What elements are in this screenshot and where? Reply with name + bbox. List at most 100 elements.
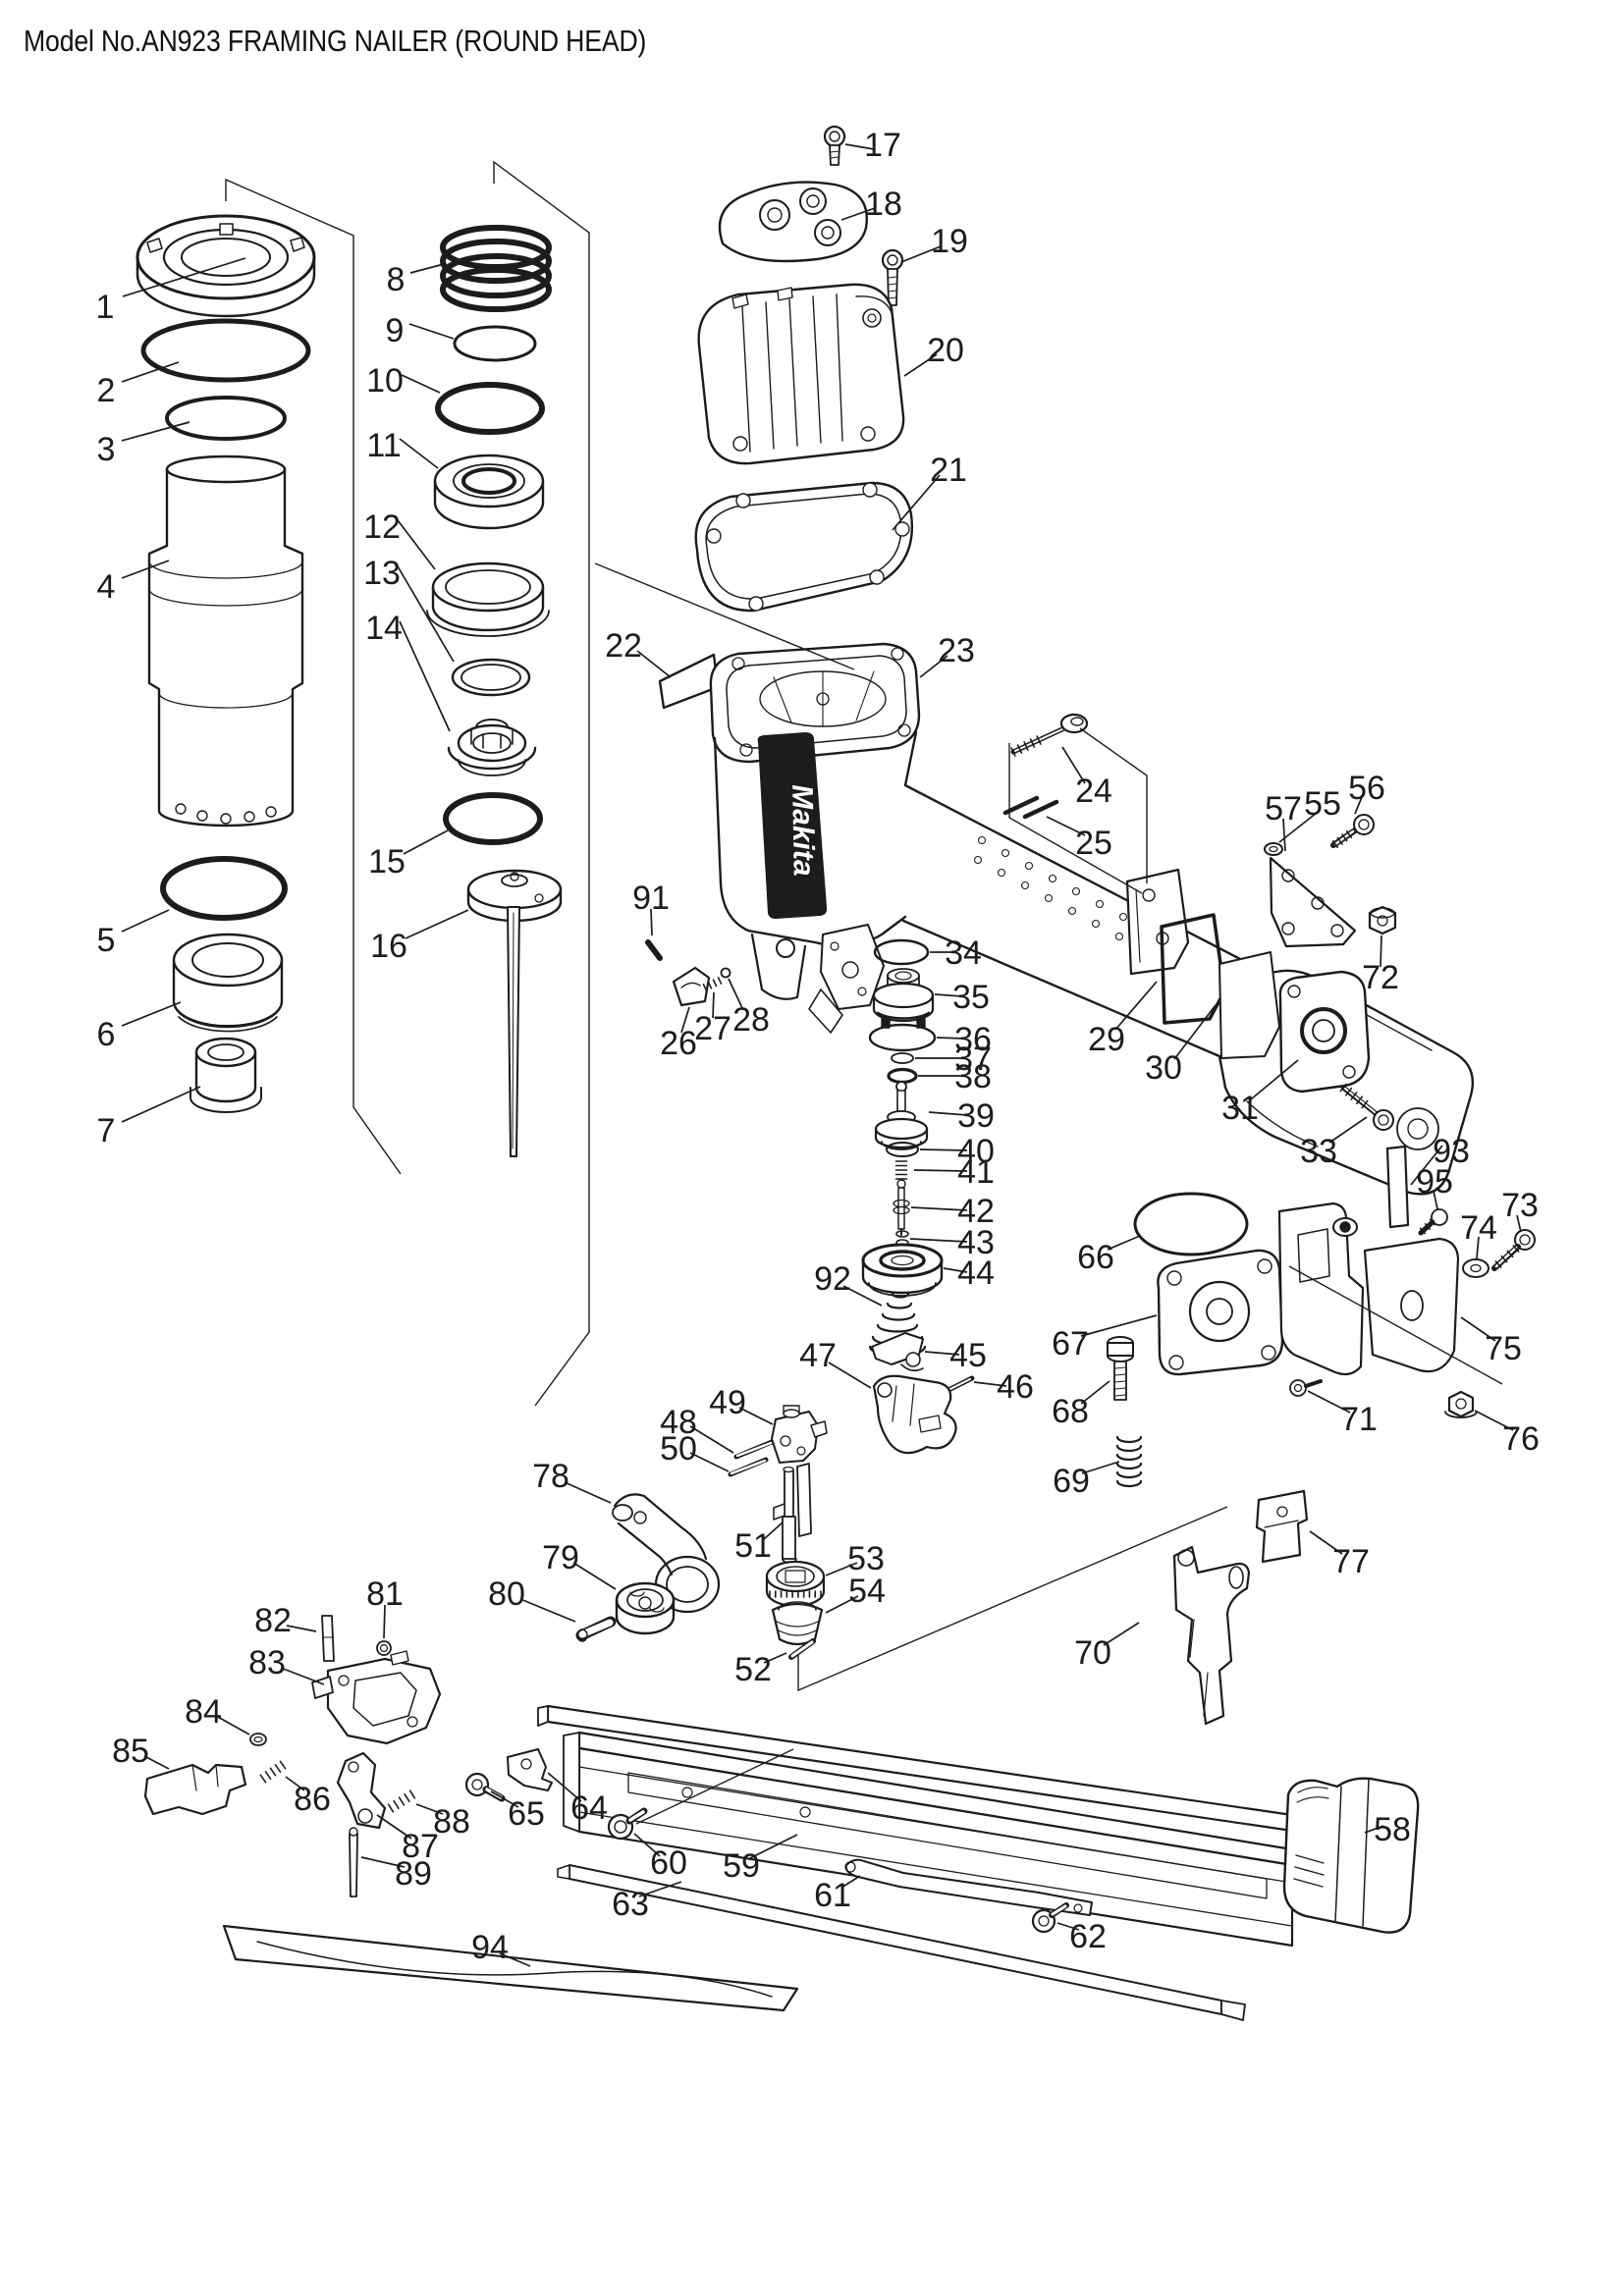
part-95 xyxy=(1418,1208,1448,1236)
part-label-22: 22 xyxy=(605,627,642,665)
part-66 xyxy=(1133,1192,1249,1256)
leader-30 xyxy=(1173,1004,1217,1060)
part-label-46: 46 xyxy=(997,1368,1034,1406)
part-6 xyxy=(172,933,284,1033)
part-79 xyxy=(615,1581,676,1635)
part-label-93: 93 xyxy=(1433,1133,1470,1170)
leader-28 xyxy=(728,978,744,1011)
part-77 xyxy=(1255,1489,1309,1564)
leader-27 xyxy=(712,991,715,1019)
part-42 xyxy=(893,1179,910,1236)
part-label-56: 56 xyxy=(1348,770,1385,807)
part-9 xyxy=(453,325,537,362)
part-70 xyxy=(1172,1545,1251,1726)
part-24 xyxy=(1010,713,1089,757)
part-10 xyxy=(435,382,545,435)
leader-75 xyxy=(1460,1316,1496,1342)
leader-4 xyxy=(121,560,170,579)
part-31 xyxy=(1278,970,1371,1094)
part-label-68: 68 xyxy=(1052,1393,1089,1430)
leader-3 xyxy=(121,421,190,442)
part-22 xyxy=(658,653,720,710)
leader-6 xyxy=(121,1001,182,1027)
part-17 xyxy=(823,125,846,166)
leader-52 xyxy=(763,1652,787,1664)
part-label-5: 5 xyxy=(97,922,116,959)
part-label-2: 2 xyxy=(97,372,116,409)
leader-57 xyxy=(1282,818,1286,852)
leader-88 xyxy=(415,1803,444,1815)
part-49 xyxy=(771,1405,828,1464)
leader-14 xyxy=(399,620,451,732)
leader-78 xyxy=(564,1481,612,1504)
leader-56 xyxy=(1354,796,1363,815)
leader-55 xyxy=(1278,812,1318,843)
part-58 xyxy=(1282,1777,1420,1934)
part-20 xyxy=(697,283,905,465)
page-title: Model No.AN923 FRAMING NAILER (ROUND HEA… xyxy=(24,24,647,58)
part-85 xyxy=(143,1763,247,1816)
guide-line xyxy=(1079,727,1148,883)
part-27 xyxy=(702,977,723,991)
part-label-86: 86 xyxy=(294,1781,331,1818)
part-label-15: 15 xyxy=(368,843,406,881)
leader-82 xyxy=(286,1625,317,1632)
part-34 xyxy=(873,938,930,966)
part-label-11: 11 xyxy=(366,427,401,464)
part-label-38: 38 xyxy=(954,1058,992,1095)
guide-line xyxy=(1288,1265,1503,1385)
part-label-20: 20 xyxy=(927,332,964,369)
leader-81 xyxy=(383,1604,386,1639)
part-94 xyxy=(222,1924,799,2012)
part-label-89: 89 xyxy=(395,1855,432,1893)
part-label-59: 59 xyxy=(723,1847,760,1885)
leader-64 xyxy=(547,1772,582,1802)
leader-16 xyxy=(405,909,469,939)
part-56 xyxy=(1330,814,1375,849)
part-36 xyxy=(868,1023,937,1052)
part-label-41: 41 xyxy=(957,1153,995,1191)
part-61 xyxy=(844,1858,1093,1916)
leader-69 xyxy=(1081,1461,1120,1474)
part-label-73: 73 xyxy=(1501,1187,1539,1224)
part-label-31: 31 xyxy=(1221,1090,1259,1127)
leader-70 xyxy=(1103,1622,1140,1646)
part-label-50: 50 xyxy=(660,1430,697,1468)
part-18 xyxy=(718,181,868,263)
leader-33 xyxy=(1328,1116,1368,1144)
part-label-49: 49 xyxy=(709,1384,746,1421)
part-4 xyxy=(147,454,304,828)
part-67 xyxy=(1157,1249,1284,1376)
leader-2 xyxy=(121,361,180,383)
leader-63 xyxy=(638,1881,682,1897)
leader-9 xyxy=(408,323,455,340)
part-label-69: 69 xyxy=(1053,1463,1090,1500)
part-69 xyxy=(1115,1435,1143,1488)
part-label-55: 55 xyxy=(1304,785,1341,823)
leader-74 xyxy=(1476,1236,1480,1259)
leader-68 xyxy=(1080,1380,1110,1405)
part-label-40: 40 xyxy=(957,1133,995,1170)
part-30 xyxy=(1160,913,1280,1059)
part-23: Makita xyxy=(709,642,1475,1196)
part-13 xyxy=(451,658,531,697)
part-label-23: 23 xyxy=(938,632,975,669)
leader-11 xyxy=(399,438,439,469)
part-93 xyxy=(1385,1145,1410,1229)
leader-23 xyxy=(919,655,948,678)
part-8 xyxy=(440,225,552,312)
part-28 xyxy=(720,967,731,979)
leader-73 xyxy=(1516,1214,1522,1233)
part-label-53: 53 xyxy=(847,1540,885,1577)
part-label-64: 64 xyxy=(570,1789,608,1827)
makita-badge-text: Makita xyxy=(785,784,820,877)
part-19 xyxy=(881,248,904,306)
leader-8 xyxy=(409,263,445,274)
leader-31 xyxy=(1250,1059,1299,1100)
part-50 xyxy=(728,1457,769,1477)
leader-43 xyxy=(909,1238,968,1243)
part-37 xyxy=(891,1052,914,1064)
leader-72 xyxy=(1380,934,1382,968)
leader-36 xyxy=(936,1037,965,1040)
part-63 xyxy=(557,1864,1246,2021)
